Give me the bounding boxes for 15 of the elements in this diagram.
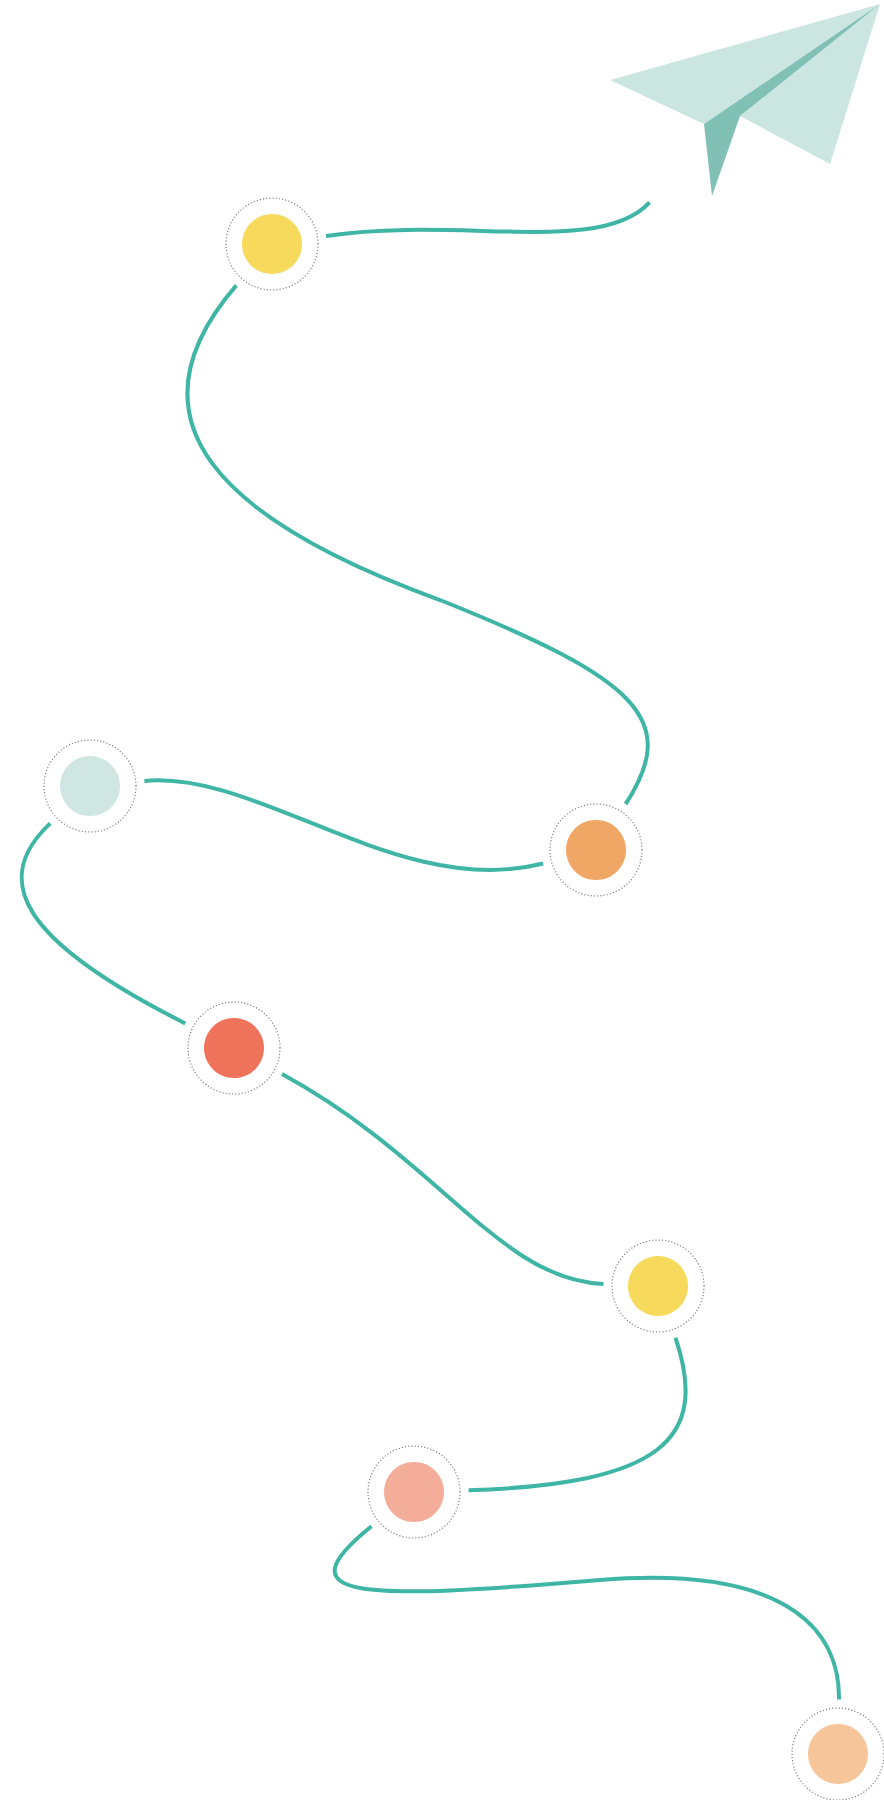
path-line: [19, 822, 187, 1026]
path-line: [280, 1072, 604, 1286]
circle-marker: [549, 803, 643, 897]
path-line: [468, 1337, 688, 1493]
path-line: [333, 1524, 841, 1700]
circle-marker: [187, 1001, 281, 1095]
path-line: [325, 200, 651, 238]
circle-marker: [611, 1239, 705, 1333]
paper-plane-drawing: [610, 4, 880, 196]
circle-marker: [43, 739, 137, 833]
path-line: [144, 778, 544, 872]
circle-marker: [367, 1445, 461, 1539]
circle-marker: [225, 197, 319, 291]
circle-marker: [791, 1707, 884, 1800]
path-line: [186, 284, 650, 806]
